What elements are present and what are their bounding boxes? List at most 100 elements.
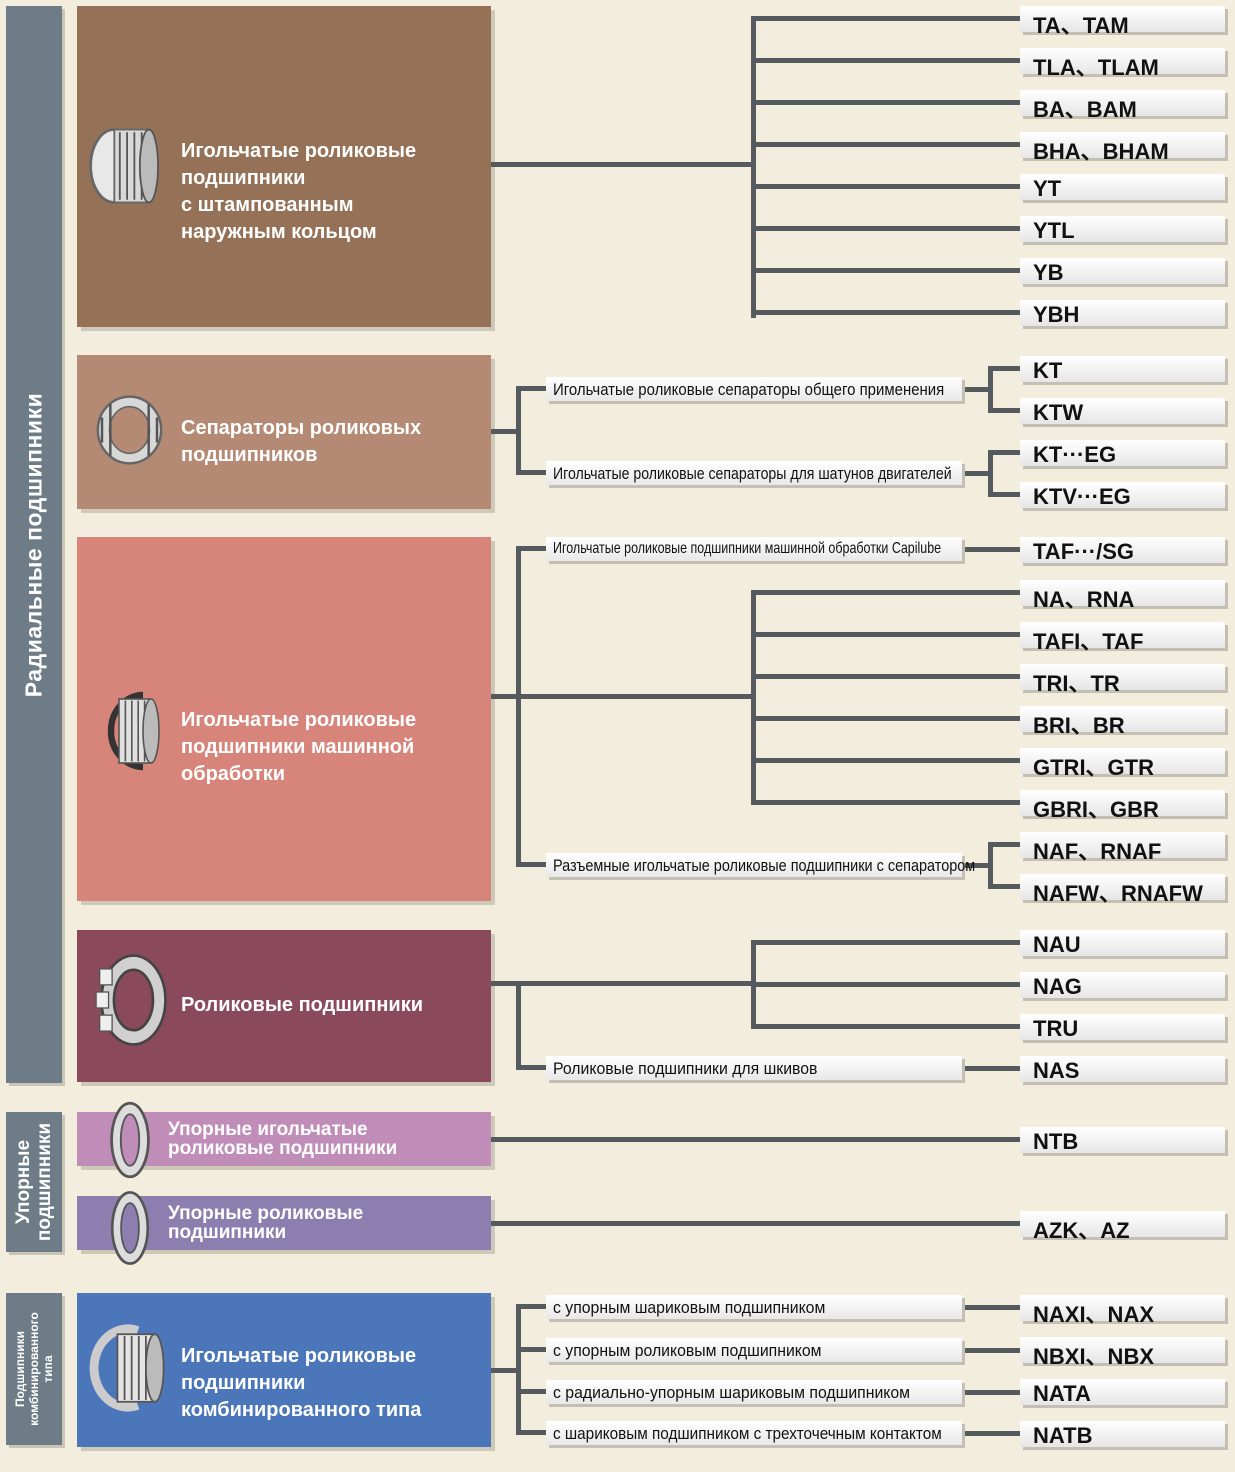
code-ktw[interactable]: KTW [1020,398,1225,425]
group-combined-label: Подшипники комбинированного типа [13,1312,55,1426]
code-label: TAFI、TAF [1033,629,1144,654]
code-bha-bham[interactable]: BHA、BHAM [1020,132,1225,164]
connector-line [962,1348,1020,1353]
code-na-rna[interactable]: NA、RNA [1020,580,1225,612]
connector-line [751,16,756,318]
subcategory-label: с упорным роликовым подшипником [553,1341,822,1360]
connector-line [751,1024,1020,1029]
connector-line [751,310,1020,315]
thrust-roller-label: Упорные роликовые подшипники [168,1203,364,1243]
connector-line [516,1347,548,1352]
code-gtri-gtr[interactable]: GTRI、GTR [1020,748,1225,780]
subcategory-label: с шариковым подшипником с трехточечным к… [553,1424,942,1443]
connector-line [491,162,756,167]
subcategory-label: Игольчатые роликовые сепараторы общего п… [553,380,945,399]
connector-line [491,1137,1020,1142]
subcategory-label: с упорным шариковым подшипником [553,1298,826,1317]
code-yb[interactable]: YB [1020,258,1225,285]
code-nag[interactable]: NAG [1020,972,1225,999]
code-ba-bam[interactable]: BA、BAM [1020,90,1225,122]
combined-bearing-image [89,1324,165,1412]
connector-line [962,1390,1020,1395]
code-kt[interactable]: KT [1020,356,1225,383]
group-thrust-label: Упорные подшипники [13,1122,55,1242]
connector-line [751,758,1020,763]
code-ybh[interactable]: YBH [1020,300,1225,327]
code-naf-rnaf[interactable]: NAF、RNAF [1020,832,1225,864]
code-nas[interactable]: NAS [1020,1056,1225,1083]
subcategory-label: Роликовые подшипники для шкивов [553,1059,818,1078]
code-ta-tam[interactable]: TA、TAM [1020,6,1225,38]
code-label: KT···EG [1033,442,1117,467]
category-thrust-needle: Упорные игольчатые роликовые подшипники [77,1101,491,1179]
code-tru[interactable]: TRU [1020,1014,1225,1041]
code-label: NAU [1033,932,1081,957]
code-label: GBRI、GBR [1033,797,1159,822]
connector-line [516,546,548,551]
group-radial-label: Радиальные подшипники [20,392,47,697]
connector-line [962,1066,1020,1071]
code-label: BHA、BHAM [1033,139,1169,164]
connector-line [988,450,993,497]
subcategory-with-four-point[interactable]: с шариковым подшипником с трехточечным к… [546,1421,962,1445]
connector-line [988,450,1020,455]
code-label: NAS [1033,1058,1080,1083]
subcategory-sheave[interactable]: Роликовые подшипники для шкивов [546,1056,962,1080]
code-naxi-nax[interactable]: NAXI、NAX [1020,1295,1225,1327]
code-nbxi-nbx[interactable]: NBXI、NBX [1020,1337,1225,1369]
connector-line [988,492,1020,497]
connector-line [751,142,1020,147]
subcategory-with-angular[interactable]: с радиально-упорным шариковым подшипнико… [546,1380,962,1404]
code-taf-sg[interactable]: TAF···/SG [1020,537,1225,564]
connector-line [516,1304,548,1309]
subcategory-with-thrust-ball[interactable]: с упорным шариковым подшипником [546,1295,962,1319]
code-gbri-gbr[interactable]: GBRI、GBR [1020,790,1225,822]
code-nau[interactable]: NAU [1020,930,1225,957]
code-label: TAF···/SG [1033,539,1135,564]
group-radial: Радиальные подшипники [6,6,62,1083]
subcategory-with-thrust-roller[interactable]: с упорным роликовым подшипником [546,1338,962,1362]
code-label: KTV···EG [1033,484,1131,509]
connector-line [988,842,993,889]
connector-line [516,1304,521,1435]
code-ytl[interactable]: YTL [1020,216,1225,243]
subcategory-label: Разъемные игольчатые роликовые подшипник… [553,856,976,875]
connector-line [751,940,1020,945]
code-tafi-taf[interactable]: TAFI、TAF [1020,622,1225,654]
roller-bearing-image [95,954,167,1046]
code-label: NAG [1033,974,1082,999]
connector-line [962,471,992,476]
connector-line [962,863,992,868]
roller-label: Роликовые подшипники [181,994,424,1016]
code-natb[interactable]: NATB [1020,1421,1225,1448]
category-machined: Игольчатые роликовые подшипники машинной… [77,537,491,901]
code-nata[interactable]: NATA [1020,1379,1225,1406]
connector-line [516,470,548,475]
code-label: YT [1033,176,1062,201]
connector-line [962,1431,1020,1436]
connector-line [988,366,993,413]
subcategory-cage-general[interactable]: Игольчатые роликовые сепараторы общего п… [546,377,962,401]
subcategory-separable[interactable]: Разъемные игольчатые роликовые подшипник… [546,853,975,877]
code-label: NBXI、NBX [1033,1344,1155,1369]
subcategory-capilube[interactable]: Игольчатые роликовые подшипники машинной… [546,537,962,561]
connector-line [491,1368,521,1373]
machined-label: Игольчатые роликовые подшипники машинной… [181,709,417,785]
code-bri-br[interactable]: BRI、BR [1020,706,1225,738]
code-label: BA、BAM [1033,97,1137,122]
subcategory-cage-conrod[interactable]: Игольчатые роликовые сепараторы для шату… [546,461,962,485]
code-label: TRU [1033,1016,1079,1041]
code-ktv-eg[interactable]: KTV···EG [1020,482,1225,509]
connector-line [751,590,1020,595]
thrust-roller-image [110,1191,150,1265]
connector-line [988,366,1020,371]
code-tri-tr[interactable]: TRI、TR [1020,664,1225,696]
code-kt-eg[interactable]: KT···EG [1020,440,1225,467]
connector-line [962,387,992,392]
code-ntb[interactable]: NTB [1020,1127,1225,1154]
code-nafw-rnafw[interactable]: NAFW、RNAFW [1020,874,1225,906]
code-yt[interactable]: YT [1020,174,1225,201]
code-tla-tlam[interactable]: TLA、TLAM [1020,48,1225,80]
code-azk-az[interactable]: AZK、AZ [1020,1211,1225,1243]
category-combined: Игольчатые роликовые подшипники комбинир… [77,1293,491,1447]
